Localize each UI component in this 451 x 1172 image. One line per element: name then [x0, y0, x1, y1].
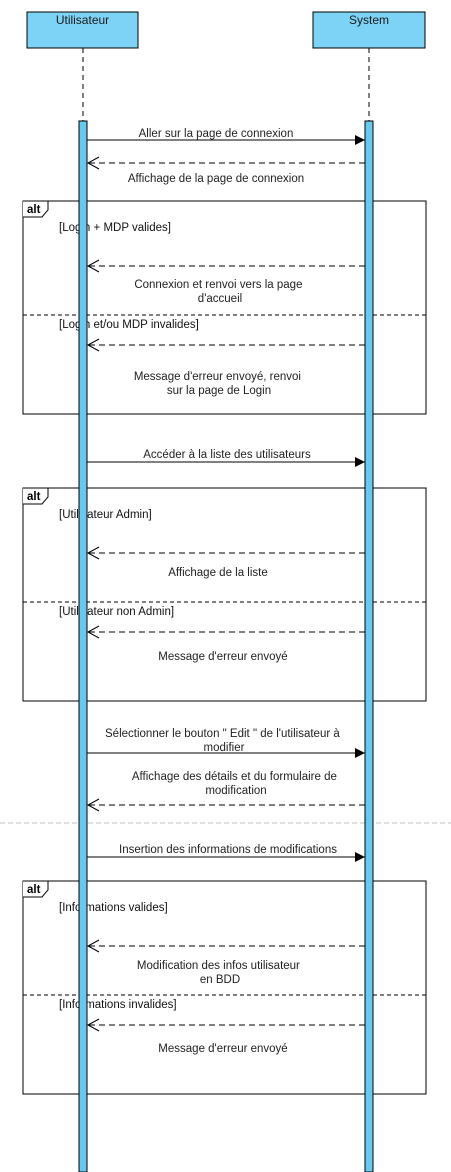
msg-m12: Message d'erreur envoyé	[86, 1018, 365, 1055]
msg-m3: Connexion et renvoi vers la page d'accue…	[86, 259, 365, 305]
guard-condition: [Login et/ou MDP invalides]	[59, 319, 199, 331]
arrowhead-icon	[86, 259, 100, 273]
arrowhead-icon	[86, 156, 100, 170]
message-label: Accéder à la liste des utilisateurs	[143, 449, 311, 461]
frame-box	[22, 487, 427, 702]
msg-m10: Insertion des informations de modificati…	[87, 844, 365, 862]
frame-tag-box	[23, 487, 49, 505]
message-label: Affichage des détails et du formulaire d…	[132, 771, 340, 797]
msg-m11: Modification des infos utilisateur en BD…	[86, 939, 365, 986]
arrowhead-icon	[86, 1018, 100, 1032]
message-label: Insertion des informations de modificati…	[119, 844, 337, 856]
frame-box	[22, 200, 427, 415]
arrowhead-icon	[86, 939, 100, 953]
participant-user-label: Utilisateur	[56, 13, 109, 27]
guard-condition: [Login + MDP valides]	[59, 222, 171, 234]
msg-m4: Message d'erreur envoyé, renvoi sur la p…	[86, 338, 365, 397]
frame-tag-box	[23, 880, 49, 898]
frame-tag: alt	[27, 491, 41, 503]
msg-m7: Message d'erreur envoyé	[86, 625, 365, 663]
guard-condition: [Informations invalides]	[59, 999, 177, 1011]
activation-bar-user	[78, 120, 88, 1172]
message-label: Message d'erreur envoyé, renvoi sur la p…	[134, 371, 304, 397]
activation-bar-system	[364, 120, 374, 1172]
guard-condition: [Informations valides]	[59, 902, 168, 914]
msg-m9: Affichage des détails et du formulaire d…	[86, 771, 365, 812]
message-label: Affichage de la page de connexion	[128, 173, 304, 185]
arrowhead-icon	[86, 625, 100, 639]
msg-m8: Sélectionner le bouton " Edit " de l'uti…	[87, 728, 365, 758]
frame-box	[22, 880, 427, 1095]
frame-tag-box	[23, 200, 49, 218]
guard-condition: [Utilisateur Admin]	[59, 509, 152, 521]
participant-user-box	[26, 11, 139, 49]
participant-system-box	[312, 11, 426, 49]
message-label: Message d'erreur envoyé	[158, 651, 287, 663]
participant-system: System	[312, 11, 426, 49]
participant-system-label: System	[349, 13, 389, 27]
frame-tag: alt	[27, 884, 41, 896]
msg-m2: Affichage de la page de connexion	[86, 156, 365, 185]
msg-m5: Accéder à la liste des utilisateurs	[87, 449, 365, 467]
frame-tag: alt	[27, 204, 41, 216]
participant-user: Utilisateur	[26, 11, 139, 49]
arrowhead-icon	[86, 798, 100, 812]
message-label: Affichage de la liste	[168, 567, 268, 579]
message-label: Connexion et renvoi vers la page d'accue…	[134, 279, 305, 305]
guard-condition: [Utilisateur non Admin]	[59, 606, 174, 618]
message-label: Sélectionner le bouton " Edit " de l'uti…	[105, 728, 343, 754]
message-label: Modification des infos utilisateur en BD…	[137, 960, 303, 986]
message-label: Aller sur la page de connexion	[139, 128, 294, 140]
message-label: Message d'erreur envoyé	[158, 1043, 287, 1055]
msg-m6: Affichage de la liste	[86, 546, 365, 579]
arrowhead-icon	[86, 546, 100, 560]
msg-m1: Aller sur la page de connexion	[87, 128, 365, 145]
arrowhead-icon	[86, 338, 100, 352]
